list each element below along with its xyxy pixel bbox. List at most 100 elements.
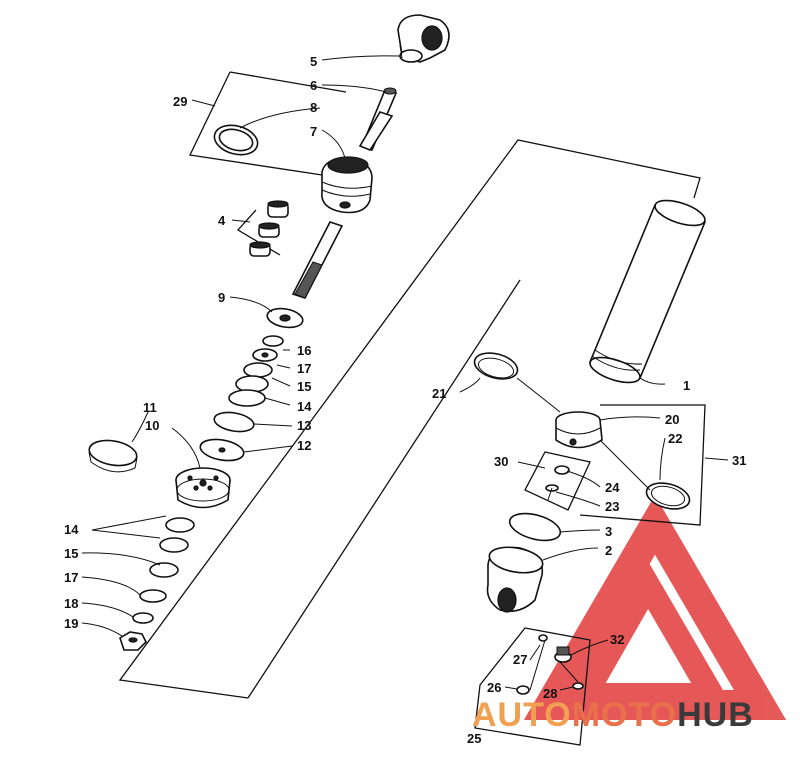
callout-30: 30 [494, 454, 508, 469]
leader-9 [229, 296, 273, 313]
part-16-shim [262, 335, 284, 347]
callout-18: 18 [64, 596, 78, 611]
callout-6: 6 [310, 78, 317, 93]
watermark-text: AUTOMOTOHUB [472, 696, 754, 734]
leader-1 [639, 377, 666, 385]
callout-20: 20 [665, 412, 679, 427]
leader-2 [542, 547, 599, 561]
group-31-box [579, 404, 706, 526]
part-10-port-1 [187, 475, 193, 481]
part-12-hole [218, 447, 226, 453]
part-2-top [488, 546, 544, 574]
leader-17a [276, 364, 291, 369]
callout-26: 26 [487, 680, 501, 695]
callout-31: 31 [732, 453, 746, 468]
part-1-tube-top [654, 199, 706, 227]
watermark-triangle-logo [523, 495, 787, 720]
part-7-bore [339, 201, 351, 209]
part-32-valve-fitting [554, 646, 572, 663]
part-14-lower-washer-b [159, 537, 189, 553]
callout-15-lower: 15 [64, 546, 78, 561]
leader-15a [271, 377, 291, 387]
leader-4 [231, 219, 251, 223]
leader-26 [504, 686, 518, 690]
part-10-port-2 [199, 479, 207, 487]
part-20-valve-body [555, 411, 603, 449]
leader-21-to-20 [516, 377, 561, 413]
callout-12: 12 [297, 438, 311, 453]
part-6-rod-end [383, 87, 397, 95]
part-3-seal-ring [508, 512, 562, 542]
part-22-ring-inner [650, 485, 686, 507]
part-26-washer [516, 685, 530, 695]
leader-23 [555, 491, 601, 507]
part-10-port-3 [213, 475, 219, 481]
part-19-nut [119, 631, 147, 651]
part-24-washer [554, 465, 570, 475]
leader-14b-1 [91, 515, 167, 531]
leader-22 [659, 437, 666, 481]
group-29-box [189, 71, 343, 179]
part-10-groove [176, 478, 230, 502]
part-1-thread-1 [591, 355, 641, 371]
part-5-eye-hole [421, 25, 443, 51]
part-11-band-side [88, 451, 138, 473]
watermark-hub: HUB [677, 696, 754, 734]
part-4-bushing-1-top [267, 200, 289, 208]
leader-17b [81, 576, 141, 596]
part-20-bore [569, 438, 577, 446]
callout-21: 21 [432, 386, 446, 401]
leader-15b [81, 552, 161, 566]
leader-27 [529, 644, 541, 661]
part-32-fitting-hex [556, 646, 570, 656]
leader-11 [131, 411, 149, 443]
callout-5: 5 [310, 54, 317, 69]
callout-15-upper: 15 [297, 379, 311, 394]
leader-20 [599, 416, 661, 421]
part-2-lower-eye [486, 546, 544, 613]
part-10-piston [175, 467, 231, 509]
watermark-triangle-inner [564, 560, 733, 707]
group-29-box-top [229, 71, 347, 93]
part-21-ring [473, 352, 519, 380]
callout-9: 9 [218, 290, 225, 305]
callout-8: 8 [310, 100, 317, 115]
leader-28 [559, 686, 574, 691]
part-10-port-5 [207, 485, 213, 491]
watermark-word-auto: AUTOMOTOHUB [472, 696, 754, 734]
part-4-bushings [249, 200, 289, 257]
watermark-auto: AUTO [472, 696, 572, 734]
callout-10: 10 [145, 418, 159, 433]
part-15-lower-washer [149, 562, 179, 578]
leader-13 [253, 423, 293, 427]
part-4-bushing-3-top [249, 241, 271, 249]
part-5-edge [399, 44, 403, 59]
callout-3: 3 [605, 524, 612, 539]
callout-7: 7 [310, 124, 317, 139]
callout-4: 4 [218, 213, 226, 228]
leader-5 [321, 55, 401, 61]
callout-24: 24 [605, 480, 620, 495]
callout-16: 16 [297, 343, 311, 358]
leader-27-26 [529, 639, 546, 691]
part-20-groove [555, 427, 601, 435]
leader-31 [704, 457, 729, 461]
callout-14-lower: 14 [64, 522, 79, 537]
part-6-piston-rod [358, 87, 398, 152]
housing-outline-upper [118, 139, 701, 699]
part-9-washer [266, 307, 304, 329]
leader-30 [517, 461, 546, 469]
part-27-plug [538, 634, 548, 642]
leader-24 [566, 470, 601, 488]
callout-25: 25 [467, 731, 481, 746]
part-7-groove-1 [321, 181, 373, 189]
leader-21 [459, 377, 481, 393]
group-25-box [474, 627, 591, 746]
part-10-port-4 [193, 485, 199, 491]
inner-rod [291, 221, 344, 299]
part-14-shim-b [228, 389, 266, 407]
part-8-ring-inner [218, 128, 254, 152]
inner-rod-thread [294, 261, 323, 299]
leader-14a [264, 397, 291, 406]
callout-2: 2 [605, 543, 612, 558]
